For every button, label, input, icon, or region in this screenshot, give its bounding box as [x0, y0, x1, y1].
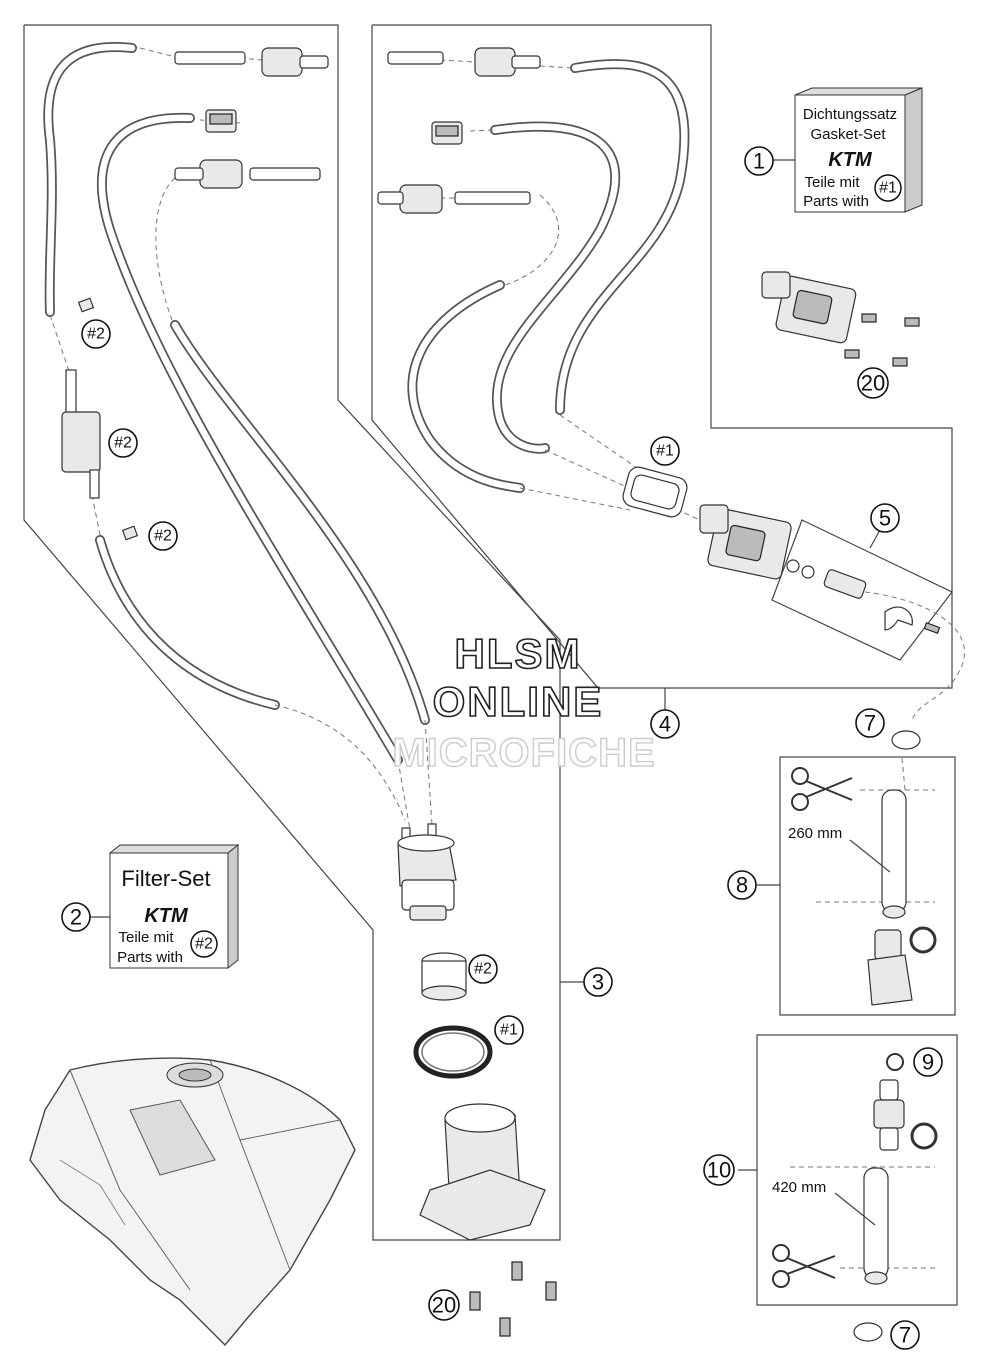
svg-text:20: 20: [432, 1293, 456, 1318]
tag-2-lower: #2: [148, 521, 178, 551]
watermark-line1: HLSM: [455, 630, 582, 677]
watermark: HLSM ONLINE MICROFICHE: [392, 629, 656, 776]
gasket-set-line2: Gasket-Set: [810, 126, 886, 143]
flange-assembly: [761, 271, 920, 367]
ktm-logo-filter: KTM: [144, 905, 189, 927]
svg-text:5: 5: [879, 506, 891, 531]
svg-text:#2: #2: [474, 961, 492, 978]
filter-set-box: Filter-Set KTM Teile mit Parts with #2: [108, 843, 240, 970]
tag-1-o-ring: #1: [494, 1015, 524, 1045]
callout-20-top: 20: [857, 367, 889, 399]
o-ring: [413, 1025, 493, 1079]
tag-2-filter-element: #2: [468, 954, 498, 984]
hose-group-3: [43, 42, 433, 831]
connector-8: [867, 926, 937, 1006]
svg-text:7: 7: [864, 711, 876, 736]
gasket-set-box: Dichtungssatz Gasket-Set KTM Teile mit P…: [794, 87, 923, 213]
hose-8: [881, 789, 907, 913]
svg-text:1: 1: [753, 149, 765, 174]
svg-text:#2: #2: [154, 528, 172, 545]
callout-10: 10: [703, 1154, 735, 1186]
filter-element: [421, 952, 467, 1001]
callout-1: 1: [744, 146, 774, 176]
part-5-fitting: [786, 559, 965, 721]
svg-text:#2: #2: [87, 326, 105, 343]
hose-group-4: [407, 59, 701, 521]
tag-2-upper: #2: [81, 319, 111, 349]
callout-7-top: 7: [855, 708, 885, 738]
panel-8: [779, 756, 956, 1016]
callout-8: 8: [727, 870, 757, 900]
clamp-7a: [891, 730, 921, 750]
scissors-10: [772, 1244, 836, 1288]
svg-text:8: 8: [736, 873, 748, 898]
svg-text:4: 4: [659, 712, 671, 737]
callout-20-bottom: 20: [428, 1289, 460, 1321]
svg-text:3: 3: [592, 970, 604, 995]
svg-text:20: 20: [861, 371, 885, 396]
fittings-group-3: [61, 47, 329, 541]
tag-1-gasket: #1: [650, 436, 680, 466]
filter-set-title: Filter-Set: [121, 866, 210, 891]
screws-20: [469, 1261, 557, 1337]
fuel-tank: [29, 1057, 356, 1347]
connector-10: [873, 1079, 938, 1151]
watermark-line3: MICROFICHE: [392, 731, 655, 775]
callout-9: 9: [913, 1047, 943, 1077]
filter-set-tag: #2: [195, 936, 213, 953]
gasket-set-line4: Parts with: [803, 193, 869, 210]
ktm-logo: KTM: [828, 149, 873, 171]
watermark-line2: ONLINE: [433, 678, 604, 725]
callout-3: 3: [583, 967, 613, 997]
group-frame-4: [371, 24, 953, 689]
hose-10: [863, 1167, 889, 1279]
svg-text:10: 10: [707, 1158, 731, 1183]
tag-2-filter: #2: [108, 428, 138, 458]
svg-text:#1: #1: [656, 443, 674, 460]
svg-text:9: 9: [922, 1050, 934, 1075]
gasket-set-tag: #1: [879, 180, 897, 197]
dim-420: 420 mm: [772, 1179, 826, 1196]
fittings-group-4: [377, 47, 792, 580]
fuel-pump: [397, 823, 457, 921]
pump-housing: [419, 1103, 546, 1241]
gasket-set-line3: Teile mit: [804, 174, 860, 191]
scissors-8: [791, 767, 853, 811]
clamp-7b: [853, 1322, 883, 1342]
filter-set-line2: Parts with: [117, 949, 183, 966]
svg-text:#2: #2: [114, 435, 132, 452]
svg-text:7: 7: [899, 1323, 911, 1348]
callout-4: 4: [650, 709, 680, 739]
gasket-set-line1: Dichtungssatz: [803, 106, 897, 123]
panel-5: [771, 519, 953, 661]
svg-text:#1: #1: [500, 1022, 518, 1039]
filter-set-line1: Teile mit: [118, 929, 174, 946]
svg-text:2: 2: [70, 905, 82, 930]
group-frame-3: [23, 24, 561, 1241]
dim-260: 260 mm: [788, 825, 842, 842]
callout-7-bottom: 7: [890, 1320, 920, 1350]
callout-5: 5: [870, 503, 900, 533]
callout-2: 2: [61, 902, 91, 932]
